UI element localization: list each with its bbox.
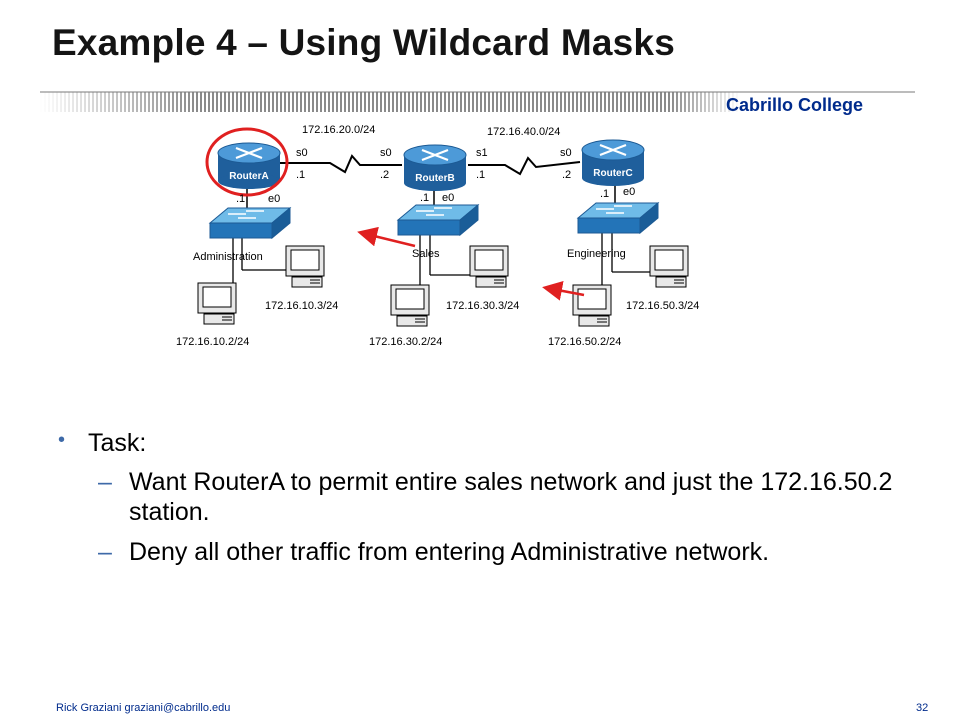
router-b-label: RouterB (415, 173, 454, 184)
host-address-label: 172.16.10.3/24 (265, 300, 338, 312)
address-label: .2 (562, 169, 571, 181)
lan-cabling (232, 232, 650, 290)
router-icon (403, 144, 467, 191)
link-network-label: 172.16.20.0/24 (302, 124, 375, 136)
lan-name-label: Administration (193, 251, 263, 263)
address-label: .1 (476, 169, 485, 181)
bullet-item: • Task: (58, 428, 898, 459)
workstation-icon[interactable] (285, 245, 325, 288)
switch-sales[interactable] (396, 203, 480, 237)
bullet-text: Task: (88, 429, 147, 457)
footer-author: Rick Graziani graziani@cabrillo.edu (56, 702, 231, 714)
host-address-label: 172.16.10.2/24 (176, 336, 249, 348)
host-address-label: 172.16.50.2/24 (548, 336, 621, 348)
traffic-arrow (357, 226, 416, 248)
dash-marker: – (98, 537, 112, 566)
serial-link-ab (278, 154, 402, 174)
switch-administration[interactable] (208, 206, 292, 240)
dash-marker: – (98, 467, 112, 496)
address-label: .1 (420, 192, 429, 204)
address-label: .1 (600, 188, 609, 200)
interface-label: e0 (442, 192, 454, 204)
interface-label: s1 (476, 147, 488, 159)
brand-name: Cabrillo College (726, 95, 864, 115)
sub-item: – Want RouterA to permit entire sales ne… (58, 467, 898, 528)
workstation-icon[interactable] (390, 284, 430, 327)
router-icon (217, 142, 281, 189)
switch-icon (576, 201, 660, 235)
lan-name-label: Sales (412, 248, 440, 260)
page-number: 32 (916, 702, 929, 714)
sub-item-text: Want RouterA to permit entire sales netw… (129, 467, 893, 527)
address-label: .2 (380, 169, 389, 181)
address-label: .1 (296, 169, 305, 181)
workstation-icon[interactable] (197, 282, 237, 325)
interface-label: e0 (268, 193, 280, 205)
host-address-label: 172.16.50.3/24 (626, 300, 699, 312)
sub-item: – Deny all other traffic from entering A… (58, 537, 898, 568)
task-list: • Task: – Want RouterA to permit entire … (58, 428, 898, 576)
interface-label: e0 (623, 186, 635, 198)
host-address-label: 172.16.30.2/24 (369, 336, 442, 348)
sub-item-text: Deny all other traffic from entering Adm… (129, 537, 770, 566)
workstation-icon[interactable] (469, 245, 509, 288)
router-a-label: RouterA (229, 171, 268, 182)
bullet-dot-icon: • (58, 429, 66, 451)
interface-label: s0 (296, 147, 308, 159)
serial-link-bc (468, 156, 581, 176)
interface-label: s0 (380, 147, 392, 159)
router-c[interactable]: RouterC (581, 139, 645, 186)
router-c-label: RouterC (593, 168, 632, 179)
workstation-icon[interactable] (649, 245, 689, 288)
address-label: .1 (236, 193, 245, 205)
switch-engineering[interactable] (576, 201, 660, 235)
router-b[interactable]: RouterB (403, 144, 467, 191)
workstation-icon[interactable] (572, 284, 612, 327)
header-stripe-band (40, 91, 915, 112)
traffic-arrow (542, 280, 585, 301)
slide-title: Example 4 – Using Wildcard Masks (52, 22, 675, 63)
highlight-circle (205, 127, 289, 197)
router-a[interactable]: RouterA (217, 142, 281, 189)
router-icon (581, 139, 645, 186)
switch-icon (208, 206, 292, 240)
interface-label: s0 (560, 147, 572, 159)
host-address-label: 172.16.30.3/24 (446, 300, 519, 312)
link-network-label: 172.16.40.0/24 (487, 126, 560, 138)
lan-name-label: Engineering (567, 248, 626, 260)
switch-icon (396, 203, 480, 237)
